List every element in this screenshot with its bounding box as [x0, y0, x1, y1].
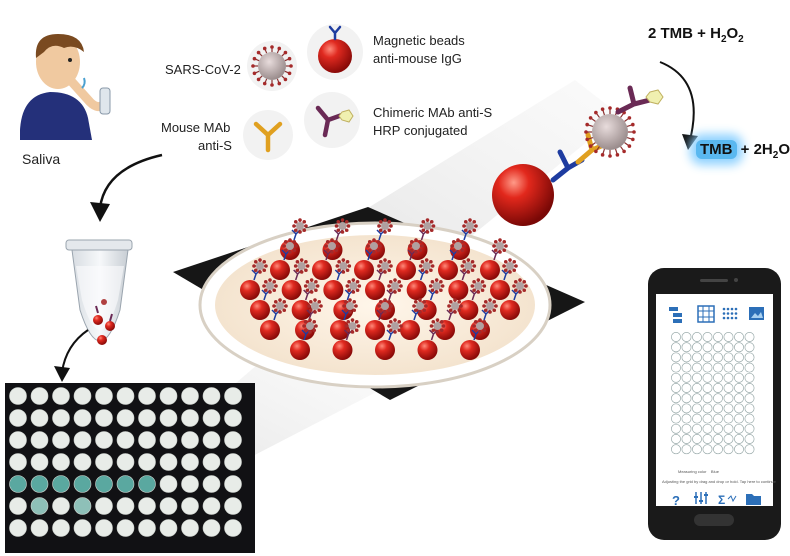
sliders-icon[interactable] [694, 492, 708, 504]
eppendorf-tube [65, 239, 133, 345]
reaction-arrow [659, 61, 695, 141]
flow-arrow-1 [98, 153, 163, 209]
reactant-text: 2 TMB + H [648, 25, 721, 42]
reaction-arrowhead [682, 134, 698, 150]
child-giving-saliva [20, 34, 111, 140]
saliva-label: Saliva [22, 151, 61, 167]
product-water: + 2H [736, 141, 773, 158]
smartphone: ? Σ [648, 268, 781, 540]
reaction-reactants: 2 TMB + H2O2 [648, 25, 744, 45]
chimeric-mab-bound [615, 85, 653, 115]
bead-complex [492, 85, 664, 226]
image-icon[interactable] [749, 307, 764, 320]
chimeric-mab-label-line2: HRP conjugated [373, 123, 468, 138]
grid-icon[interactable] [697, 305, 715, 323]
chimeric-mab-icon [304, 92, 360, 148]
dots-grid-icon[interactable] [722, 307, 738, 320]
product-o: O [778, 141, 790, 158]
folder-icon[interactable] [746, 494, 761, 505]
mouse-mab-label-line2: anti-S [198, 138, 232, 153]
flow-arrow-2 [61, 329, 89, 373]
phone-well-grid [671, 332, 755, 455]
magnetic-bead-large [492, 164, 554, 226]
product-sub: 2 [772, 150, 779, 161]
well-plate-photo [5, 383, 255, 553]
help-icon[interactable]: ? [672, 493, 680, 508]
svg-text:Σ: Σ [718, 493, 725, 507]
reactant-sub-1: 2 [720, 34, 727, 45]
measuring-label-text: Measuring color [678, 469, 707, 474]
measuring-value[interactable]: Blue [710, 469, 719, 474]
mouse-mab-icon [243, 110, 293, 160]
virus-particle-bound [584, 106, 636, 158]
hrp-enzyme [645, 89, 664, 105]
reactant-sub-2: 2 [738, 34, 744, 45]
phone-hint: Adjusting the grid by drag and drop or h… [662, 479, 777, 484]
flow-arrowhead-2 [54, 366, 70, 382]
hierarchy-icon[interactable] [669, 307, 682, 323]
measuring-color-label: Measuring color Blue [678, 469, 719, 474]
chimeric-mab-label-line1: Chimeric MAb anti-S [373, 105, 493, 120]
reaction-products: TMB + 2H2O [696, 140, 790, 161]
oxidized-tmb: TMB [696, 140, 737, 159]
sars-cov-2-label: SARS-CoV-2 [165, 62, 241, 77]
mouse-mab-label-line1: Mouse MAb [161, 120, 231, 135]
beads-label-line1: Magnetic beads [373, 33, 465, 48]
sars-cov-2-icon [247, 41, 297, 91]
flow-arrowhead-1 [90, 202, 110, 222]
sigma-icon[interactable]: Σ [718, 493, 737, 507]
magnetic-bead-icon [307, 24, 363, 80]
svg-text:?: ? [672, 493, 680, 508]
beads-label-line2: anti-mouse IgG [373, 51, 462, 66]
dish-bead-cluster [240, 218, 528, 360]
reactant-o: O [726, 25, 739, 42]
